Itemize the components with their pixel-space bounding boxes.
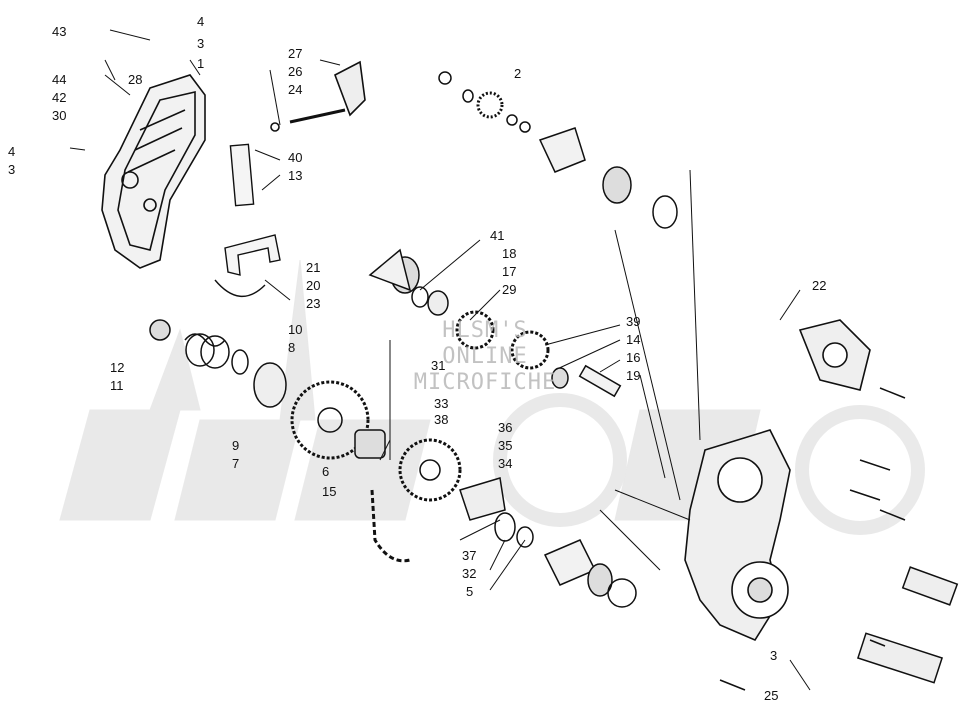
callout-17: 17 [502, 264, 516, 279]
callout-41: 41 [490, 228, 504, 243]
callout-3a: 3 [8, 162, 15, 177]
callout-4a: 4 [8, 144, 15, 159]
callout-10: 10 [288, 322, 302, 337]
callout-39: 39 [626, 314, 640, 329]
callout-19: 19 [626, 368, 640, 383]
callout-9: 9 [232, 438, 239, 453]
bearing-sprockets [368, 248, 637, 608]
callout-40: 40 [288, 150, 302, 165]
callout-5: 5 [466, 584, 473, 599]
callout-33: 33 [434, 396, 448, 411]
brake-lever [270, 60, 366, 132]
brand-logo-watermark [59, 259, 925, 535]
callout-20: 20 [306, 278, 320, 293]
callout-21: 21 [306, 260, 320, 275]
spring-and-gears [149, 319, 462, 502]
callout-4b: 4 [197, 14, 204, 29]
callout-3c: 3 [770, 648, 777, 663]
callout-31: 31 [431, 358, 445, 373]
callout-labels: 43 44 42 30 28 4 3 4 3 1 27 26 24 40 13 … [8, 14, 826, 703]
callout-3b: 3 [197, 36, 204, 51]
callout-35: 35 [498, 438, 512, 453]
watermark-line-3: MICROFICHE [413, 370, 557, 395]
gear-case-housing [684, 319, 871, 642]
callout-16: 16 [626, 350, 640, 365]
callout-13: 13 [288, 168, 302, 183]
callout-26: 26 [288, 64, 302, 79]
callout-30: 30 [52, 108, 66, 123]
callout-38: 38 [434, 412, 448, 427]
watermark-line-1: HLSM'S [442, 318, 528, 343]
callout-8: 8 [288, 340, 295, 355]
callout-2: 2 [514, 66, 521, 81]
watermark-line-2: ONLINE [442, 344, 528, 369]
callout-34: 34 [498, 456, 512, 471]
callout-14: 14 [626, 332, 640, 347]
callout-1: 1 [197, 56, 204, 71]
callout-22: 22 [812, 278, 826, 293]
callout-12: 12 [110, 360, 124, 375]
output-shafts [856, 566, 959, 684]
callout-42: 42 [52, 90, 66, 105]
callout-7: 7 [232, 456, 239, 471]
upper-bearing-housing [438, 71, 678, 229]
callout-32: 32 [462, 566, 476, 581]
callout-18: 18 [502, 246, 516, 261]
callout-29: 29 [502, 282, 516, 297]
callout-25: 25 [764, 688, 778, 703]
leader-lines [69, 29, 811, 691]
drive-chain [370, 489, 411, 563]
callout-37: 37 [462, 548, 476, 563]
bracket-plate [214, 143, 281, 298]
callout-24: 24 [288, 82, 302, 97]
watermark-text: HLSM'S ONLINE MICROFICHE [395, 318, 575, 396]
callout-15: 15 [322, 484, 336, 499]
callout-27: 27 [288, 46, 302, 61]
callout-23: 23 [306, 296, 320, 311]
callout-44: 44 [52, 72, 66, 87]
callout-28: 28 [128, 72, 142, 87]
callout-6: 6 [322, 464, 329, 479]
callout-11: 11 [110, 378, 124, 393]
callout-36: 36 [498, 420, 512, 435]
bolt-hardware [719, 387, 906, 691]
chaincase-cover [101, 74, 206, 269]
callout-43: 43 [52, 24, 66, 39]
